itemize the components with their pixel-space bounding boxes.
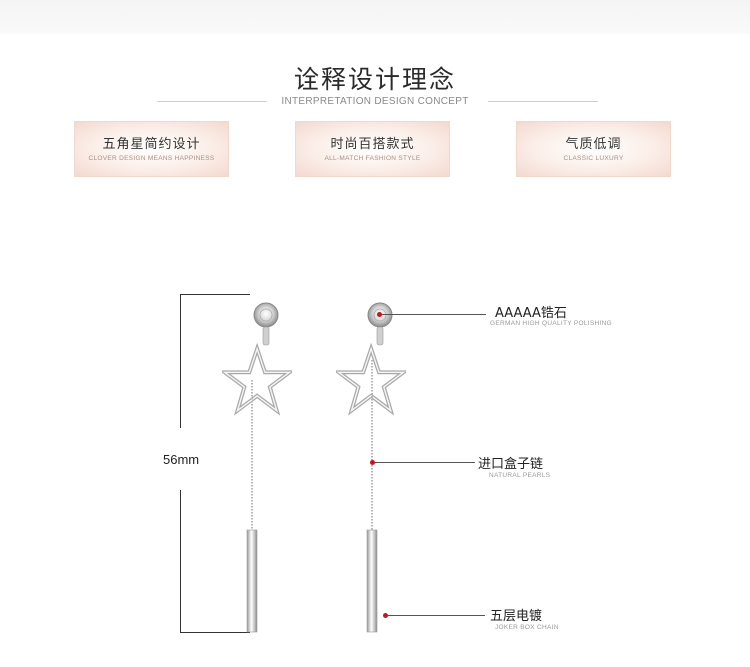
callout-line-plating <box>388 615 485 616</box>
callout-line-chain <box>375 462 475 463</box>
callout-line-zircon <box>382 314 486 315</box>
title-divider-left <box>157 101 267 102</box>
callout-subtitle-plating: JOKER BOX CHAIN <box>495 624 559 631</box>
feature-card-star-design: 五角星简约设计 CLOVER DESIGN MEANS HAPPINESS <box>74 121 229 177</box>
feature-title: 气质低调 <box>565 137 622 152</box>
earring-image-right <box>336 302 406 633</box>
dimension-line-upper <box>180 294 181 428</box>
dimension-top-tick <box>180 294 250 295</box>
callout-dot-chain <box>370 460 375 465</box>
callout-title-zircon: AAAAA锆石 <box>495 306 567 321</box>
feature-title: 五角星简约设计 <box>102 137 201 152</box>
feature-subtitle: ALL-MATCH FASHION STYLE <box>324 155 421 162</box>
feature-card-classic-luxury: 气质低调 CLASSIC LUXURY <box>516 121 671 177</box>
top-band <box>0 0 750 34</box>
callout-subtitle-chain: NATURAL PEARLS <box>489 472 551 479</box>
callout-title-chain: 进口盒子链 <box>478 457 544 472</box>
feature-subtitle: CLOVER DESIGN MEANS HAPPINESS <box>88 155 215 162</box>
callout-subtitle-zircon: GERMAN HIGH QUALITY POLISHING <box>490 320 612 327</box>
dimension-label: 56mm <box>163 452 200 467</box>
callout-title-plating: 五层电镀 <box>490 609 543 624</box>
section-title: 诠释设计理念 <box>293 65 456 94</box>
callout-dot-plating <box>383 613 388 618</box>
title-divider-right <box>488 101 598 102</box>
section-subtitle: INTERPRETATION DESIGN CONCEPT <box>281 96 469 107</box>
dimension-line-lower <box>180 490 181 632</box>
feature-title: 时尚百搭款式 <box>330 137 415 152</box>
earring-image-left <box>222 302 292 633</box>
feature-subtitle: CLASSIC LUXURY <box>563 155 624 162</box>
feature-card-fashion-style: 时尚百搭款式 ALL-MATCH FASHION STYLE <box>295 121 450 177</box>
dimension-bottom-tick <box>180 632 250 633</box>
callout-dot-zircon <box>377 312 382 317</box>
